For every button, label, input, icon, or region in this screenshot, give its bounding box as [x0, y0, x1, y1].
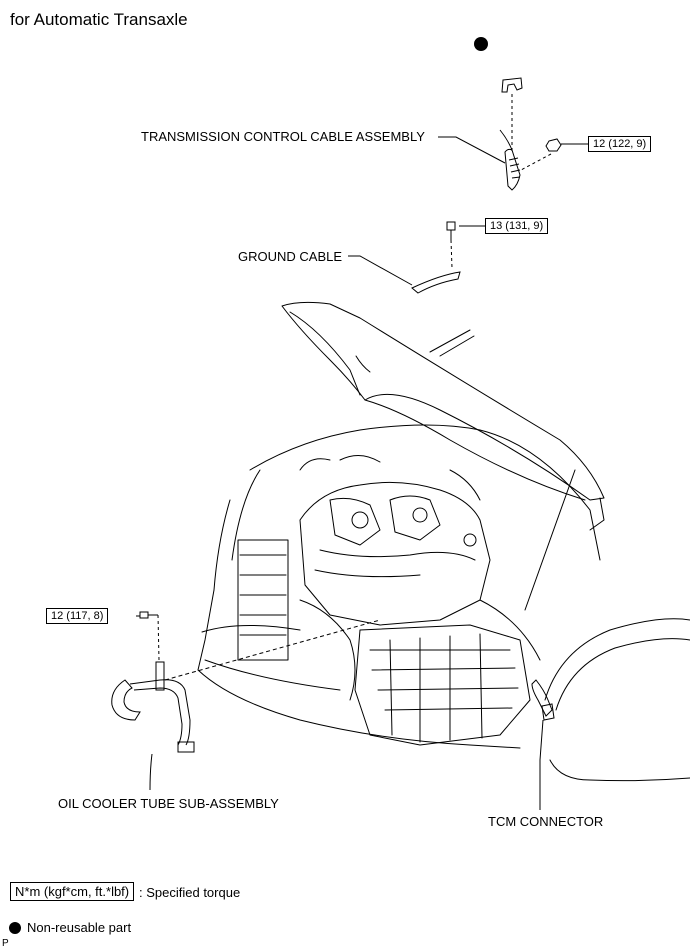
legend-nonreusable-desc: Non-reusable part [27, 920, 132, 935]
label-transmission-control-cable: TRANSMISSION CONTROL CABLE ASSEMBLY [141, 129, 425, 144]
legend-torque-box: N*m (kgf*cm, ft.*lbf) [10, 882, 135, 901]
page-title: for Automatic Transaxle [10, 10, 188, 29]
label-ground-cable: GROUND CABLE [238, 249, 343, 264]
nonreusable-marker-icon [474, 37, 488, 51]
label-oil-cooler-tube: OIL COOLER TUBE SUB-ASSEMBLY [58, 796, 279, 811]
corner-mark: P [2, 938, 9, 949]
legend-torque-desc: : Specified torque [139, 885, 241, 900]
nonreusable-legend-icon [9, 922, 21, 934]
torque-cable-nut: 12 (122, 9) [588, 136, 652, 152]
torque-oil-cooler-bolt: 12 (117, 8) [46, 608, 109, 624]
label-tcm-connector: TCM CONNECTOR [488, 814, 604, 829]
torque-ground-bolt: 13 (131, 9) [485, 218, 549, 234]
